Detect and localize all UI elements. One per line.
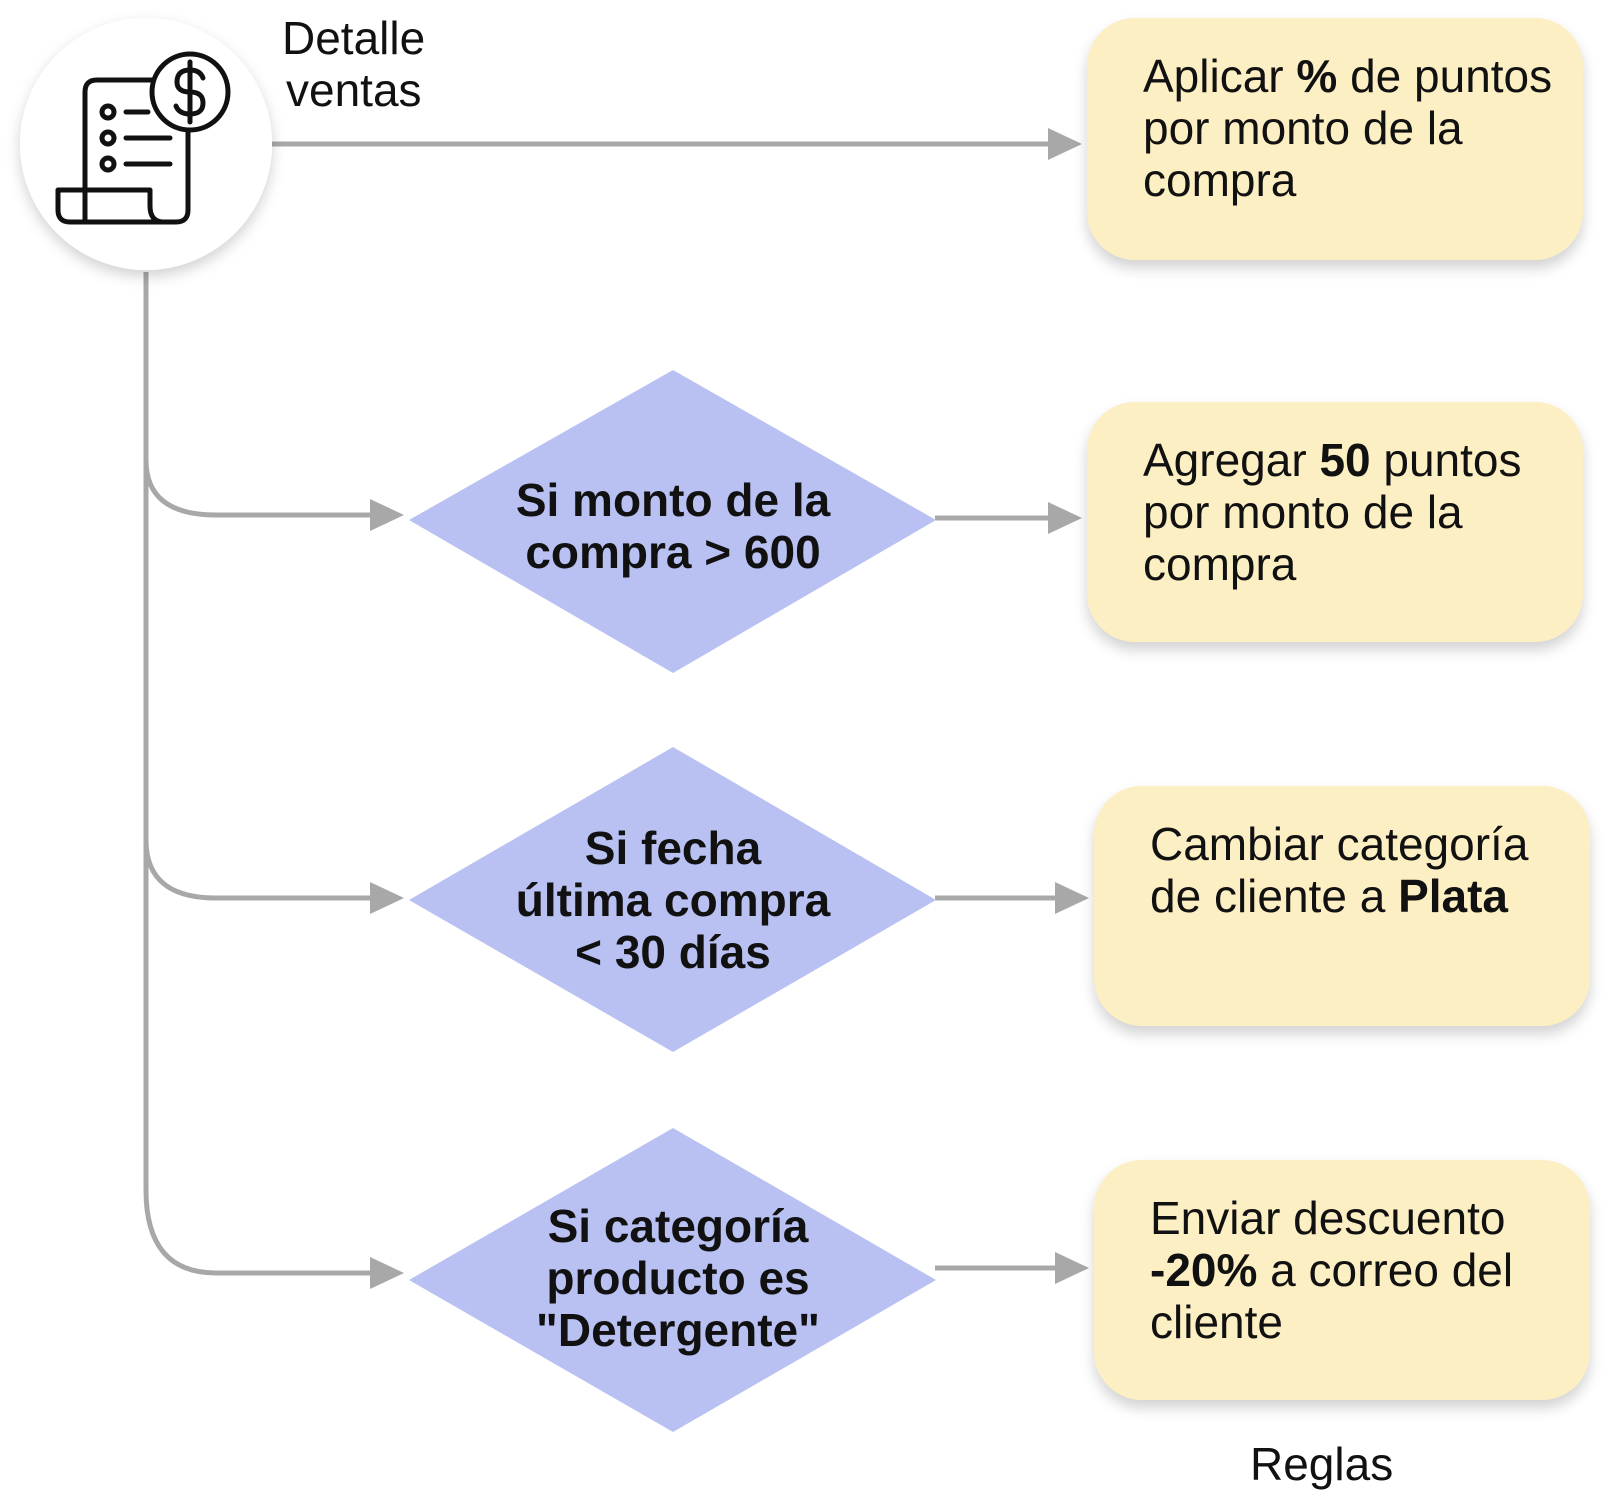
rule-1-text-before: Aplicar	[1143, 50, 1297, 102]
connector-trunk-to-condition-2	[143, 839, 375, 901]
arrowhead-condition-3	[370, 1257, 404, 1289]
sales-receipt-icon	[55, 51, 231, 225]
rule-1-text-after: de puntos por monto de la compra	[1143, 50, 1553, 206]
rule-1-text-bold: %	[1296, 50, 1338, 102]
source-node-circle	[20, 18, 272, 270]
rule-3-text-before: Cambiar categoría de cliente a	[1150, 818, 1529, 922]
rule-box-2: Agregar 50 puntos por monto de la compra	[1087, 402, 1583, 642]
condition-diamond-2	[409, 747, 936, 1052]
connector-trunk-to-condition-1	[143, 459, 375, 518]
condition-2-text: Si fecha última compra < 30 días	[483, 822, 863, 978]
rule-2-text-bold: 50	[1319, 434, 1371, 486]
condition-2-line-1: Si fecha	[584, 822, 762, 874]
rules-caption: Reglas	[1250, 1438, 1394, 1490]
arrowhead-rule-2	[1048, 502, 1082, 534]
arrowhead-rule-1	[1048, 128, 1082, 160]
source-label-line-1: Detalle	[282, 12, 426, 64]
condition-diamond-1	[409, 370, 936, 673]
arrowhead-rule-3	[1055, 882, 1089, 914]
arrowheads	[370, 128, 1089, 1289]
rule-4-text-bold: -20%	[1150, 1244, 1258, 1296]
rule-box-3: Cambiar categoría de cliente a Plata	[1094, 786, 1590, 1026]
condition-3-line-1: Si categoría	[547, 1200, 809, 1252]
connector-trunk-to-condition-3	[143, 1189, 375, 1276]
source-label-line-2: ventas	[286, 64, 422, 116]
rule-box-4: Enviar descuento -20% a correo del clien…	[1094, 1160, 1590, 1400]
rule-3-text-bold: Plata	[1398, 870, 1509, 922]
condition-3-line-3: "Detergente"	[536, 1304, 820, 1356]
rule-2-text-after: puntos por monto de la compra	[1143, 434, 1522, 590]
condition-2-line-3: < 30 días	[575, 926, 771, 978]
connectors	[143, 141, 1060, 1276]
condition-1-line-2: compra > 600	[525, 526, 821, 578]
rule-2-text-before: Agregar	[1143, 434, 1320, 486]
condition-3-text: Si categoría producto es "Detergente"	[488, 1200, 868, 1356]
condition-1-text: Si monto de la compra > 600	[483, 474, 863, 578]
rule-4-text-before: Enviar descuento	[1150, 1192, 1506, 1244]
source-label: Detalle ventas	[282, 12, 482, 116]
condition-1-line-1: Si monto de la	[515, 474, 831, 526]
rule-box-1: Aplicar % de puntos por monto de la comp…	[1087, 18, 1583, 260]
rule-4-text-after: a correo del cliente	[1150, 1244, 1514, 1348]
condition-3-line-2: producto es	[546, 1252, 810, 1304]
arrowhead-condition-1	[370, 499, 404, 531]
condition-diamond-3	[409, 1128, 936, 1432]
arrowhead-condition-2	[370, 882, 404, 914]
condition-2-line-2: última compra	[515, 874, 831, 926]
arrowhead-rule-4	[1055, 1252, 1089, 1284]
